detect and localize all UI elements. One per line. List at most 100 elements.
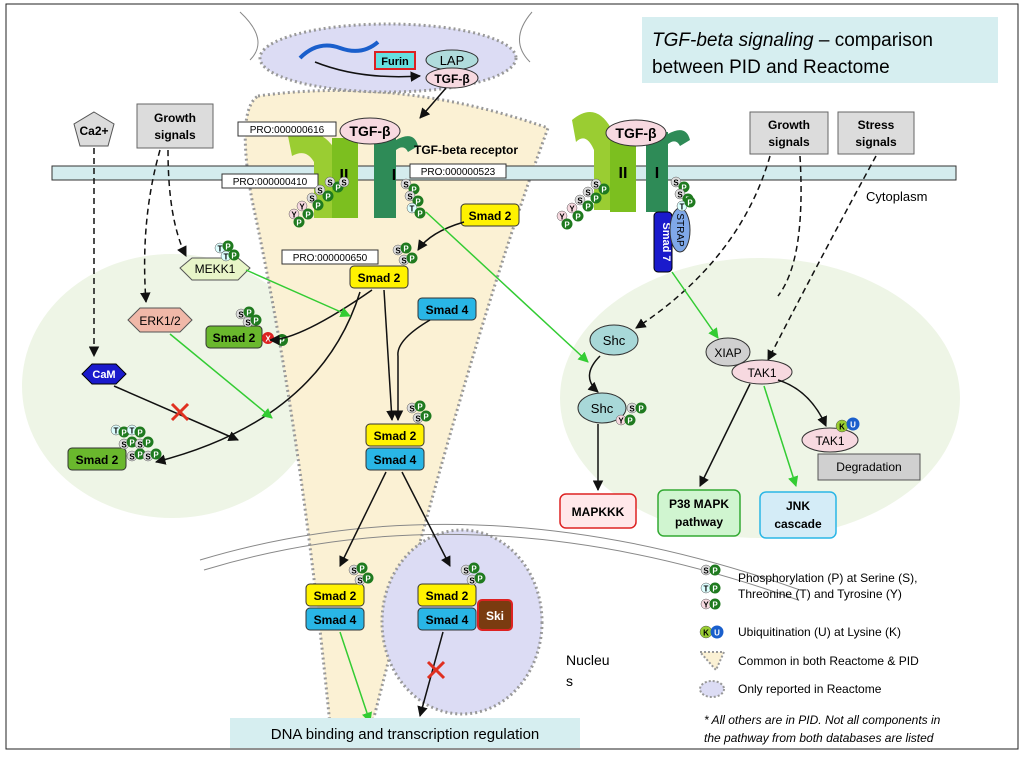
jnk-cascade-line2: cascade <box>774 517 822 531</box>
smad2-x-node <box>205 325 263 349</box>
svg-text:P: P <box>417 210 423 219</box>
svg-text:S: S <box>351 567 357 576</box>
legend-phosphorylation-line1: Phosphorylation (P) at Serine (S), <box>738 571 917 585</box>
svg-text:P: P <box>564 221 570 230</box>
nuclear-envelope-outer <box>199 523 801 591</box>
svg-text:Y: Y <box>618 417 624 426</box>
degradation-box <box>817 453 921 481</box>
tak1-node <box>731 359 793 385</box>
processing-arrow <box>314 61 422 82</box>
svg-text:P: P <box>471 565 477 574</box>
right-receptor-phospho-sites: S P S P S P Y P Y P S P S P T P <box>556 176 696 230</box>
svg-text:Y: Y <box>569 205 575 214</box>
svg-text:S: S <box>629 405 635 414</box>
svg-text:P: P <box>153 451 159 460</box>
dna-binding-output-label: DNA binding and transcription regulation <box>271 726 540 743</box>
svg-text:P: P <box>681 184 687 193</box>
nuclear-smad2-left-label: Smad 2 <box>314 589 357 603</box>
svg-text:P: P <box>305 211 311 220</box>
svg-text:P: P <box>225 243 231 252</box>
svg-text:S: S <box>415 415 421 424</box>
svg-text:S: S <box>129 453 135 462</box>
pro-616-label: PRO:000000616 <box>250 125 325 136</box>
svg-text:K: K <box>839 423 845 432</box>
vesicle-arc-right <box>519 11 533 63</box>
growth-signals-left-line2: signals <box>154 128 196 142</box>
svg-text:Y: Y <box>703 601 709 610</box>
svg-text:S: S <box>238 311 244 320</box>
growth-signals-left <box>136 103 214 149</box>
legend-common: Common in both Reactome & PID <box>738 654 919 668</box>
svg-text:T: T <box>114 427 119 436</box>
diagram-title-line2: between PID and Reactome <box>652 57 890 78</box>
svg-text:S: S <box>245 319 251 328</box>
ski-node <box>477 599 513 631</box>
tak1-ubiq-node <box>801 427 859 453</box>
svg-text:S: S <box>703 567 709 576</box>
ligand-release-arrow <box>419 87 447 119</box>
svg-text:P: P <box>231 252 237 261</box>
svg-text:P: P <box>627 417 633 426</box>
xiap-node <box>705 337 751 367</box>
legend-reactome-only-swatch <box>699 680 725 698</box>
svg-text:P: P <box>296 219 302 228</box>
erk12-label: ERK1/2 <box>139 314 181 328</box>
smad2-phos-node <box>349 265 409 289</box>
tgf-beta-receptor-label: TGF-beta receptor <box>414 143 518 157</box>
cam-node <box>81 363 127 385</box>
svg-text:Y: Y <box>559 213 565 222</box>
cam-label: CaM <box>92 369 115 381</box>
mapkkk-box <box>559 493 637 529</box>
svg-text:P: P <box>335 184 341 193</box>
svg-text:S: S <box>469 577 475 586</box>
tgfb-latent-node <box>425 67 479 89</box>
shc-label: Shc <box>603 333 626 348</box>
receptor-i-right-label: I <box>655 165 659 182</box>
nuclear-smad4-right-label: Smad 4 <box>426 613 469 627</box>
nuclear-smad2-left-node <box>305 583 365 607</box>
black-reaction-arrows <box>113 221 827 718</box>
smad2-free-node <box>460 203 520 227</box>
inhibition-marks <box>170 402 446 680</box>
svg-text:S: S <box>395 247 401 256</box>
jnk-cascade-line1: JNK <box>786 499 810 513</box>
svg-text:P: P <box>423 413 429 422</box>
svg-text:P: P <box>315 202 321 211</box>
svg-text:P: P <box>575 213 581 222</box>
title-box <box>642 17 998 83</box>
stress-signals-line1: Stress <box>858 118 895 132</box>
pro-410-label: PRO:000000410 <box>233 177 308 188</box>
tgfb-ligand-left <box>339 117 401 145</box>
svg-text:Y: Y <box>299 203 305 212</box>
smad2-complex-node <box>365 423 425 447</box>
svg-text:P: P <box>325 193 331 202</box>
nucleus-label-line2: s <box>566 673 573 689</box>
stress-signals-line2: signals <box>855 135 897 149</box>
svg-text:S: S <box>593 181 599 190</box>
svg-text:S: S <box>585 189 591 198</box>
legend-footnote-line2: the pathway from both databases are list… <box>704 731 934 745</box>
nuclear-smad2-right-label: Smad 2 <box>426 589 469 603</box>
svg-text:T: T <box>704 585 709 594</box>
growth-signals-left-line1: Growth <box>154 111 196 125</box>
tak1-label: TAK1 <box>747 366 776 380</box>
receptor-i-left-arm <box>396 136 418 152</box>
furin-node <box>374 51 416 70</box>
tak1-ubiq-label: TAK1 <box>815 434 844 448</box>
pro-616-box <box>237 121 337 137</box>
svg-text:P: P <box>712 567 718 576</box>
smad2-multi-phos-node <box>67 447 127 471</box>
svg-text:S: S <box>403 181 409 190</box>
svg-text:X: X <box>265 335 271 344</box>
svg-text:T: T <box>410 205 415 214</box>
smad2-multi-phos-sites: T P T P S P S P S P S P <box>110 424 162 462</box>
growth-signals-right <box>749 111 829 155</box>
nuclear-smad4-right-node <box>417 607 477 631</box>
mapkkk-label: MAPKKK <box>572 505 625 519</box>
svg-text:P: P <box>417 403 423 412</box>
nuclear-smad4-left-label: Smad 4 <box>314 613 357 627</box>
furin-label: Furin <box>381 56 409 68</box>
svg-text:S: S <box>463 567 469 576</box>
svg-text:P: P <box>137 451 143 460</box>
pro-650-label: PRO:000000650 <box>293 253 368 264</box>
